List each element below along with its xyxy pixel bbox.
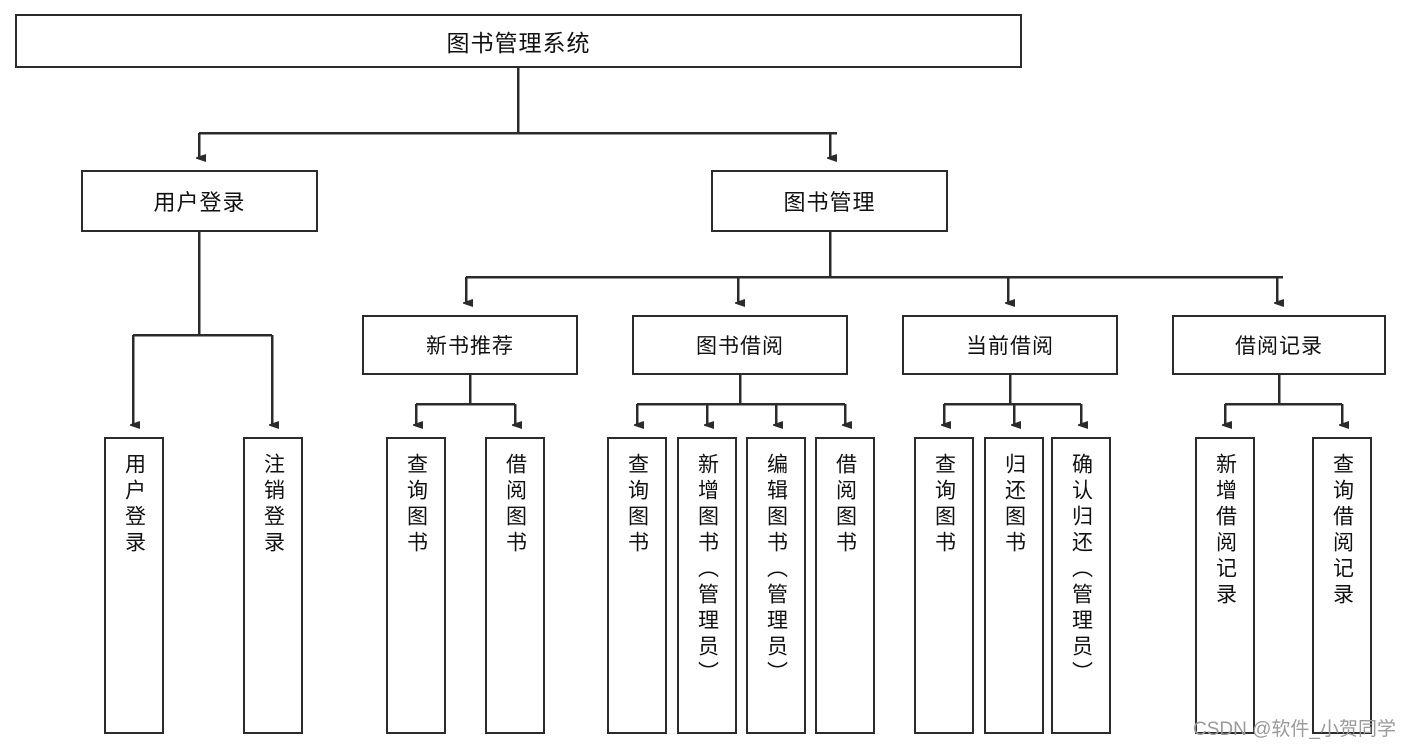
node-leaf-return-book[interactable]: 归还图书 (984, 437, 1044, 734)
node-book-borrow[interactable]: 图书借阅 (632, 315, 848, 375)
node-user-login[interactable]: 用户登录 (81, 170, 318, 232)
node-leaf-edit-book[interactable]: 编辑图书（管理员） (746, 437, 806, 734)
node-label: 借阅图书 (833, 453, 857, 557)
node-leaf-query-book-2[interactable]: 查询图书 (607, 437, 667, 734)
node-leaf-confirm-return[interactable]: 确认归还（管理员） (1051, 437, 1111, 734)
node-label: 查询借阅记录 (1330, 453, 1354, 609)
node-label: 新书推荐 (426, 335, 514, 358)
node-label: 图书借阅 (696, 335, 784, 358)
node-label: 借阅记录 (1235, 335, 1323, 358)
node-label: 归还图书 (1002, 453, 1026, 557)
node-current-borrow[interactable]: 当前借阅 (902, 315, 1118, 375)
node-leaf-logout[interactable]: 注销登录 (243, 437, 303, 734)
node-leaf-query-book-3[interactable]: 查询图书 (914, 437, 974, 734)
node-label: 图书管理系统 (446, 30, 591, 56)
node-borrow-record[interactable]: 借阅记录 (1172, 315, 1386, 375)
node-label: 查询图书 (932, 453, 956, 557)
node-label: 新增图书（管理员） (695, 453, 719, 687)
node-label: 用户登录 (122, 453, 146, 557)
node-leaf-borrow-book-1[interactable]: 借阅图书 (485, 437, 545, 734)
node-new-book-recommend[interactable]: 新书推荐 (362, 315, 578, 375)
node-leaf-query-book-1[interactable]: 查询图书 (386, 437, 446, 734)
node-book-manage[interactable]: 图书管理 (711, 170, 948, 232)
node-label: 编辑图书（管理员） (764, 453, 788, 687)
node-label: 用户登录 (153, 190, 246, 215)
node-leaf-user-login[interactable]: 用户登录 (104, 437, 164, 734)
node-root-system[interactable]: 图书管理系统 (15, 14, 1022, 68)
node-label: 图书管理 (783, 190, 876, 215)
node-label: 借阅图书 (503, 453, 527, 557)
node-label: 查询图书 (404, 453, 428, 557)
node-leaf-query-record[interactable]: 查询借阅记录 (1312, 437, 1372, 734)
node-leaf-borrow-book-2[interactable]: 借阅图书 (815, 437, 875, 734)
node-label: 查询图书 (625, 453, 649, 557)
node-label: 新增借阅记录 (1213, 453, 1237, 609)
node-label: 当前借阅 (966, 335, 1054, 358)
node-label: 确认归还（管理员） (1069, 453, 1093, 687)
node-leaf-add-record[interactable]: 新增借阅记录 (1195, 437, 1255, 734)
node-label: 注销登录 (261, 453, 285, 557)
node-leaf-add-book[interactable]: 新增图书（管理员） (677, 437, 737, 734)
csdn-watermark: CSDN @软件_小贺同学 (1193, 719, 1396, 740)
